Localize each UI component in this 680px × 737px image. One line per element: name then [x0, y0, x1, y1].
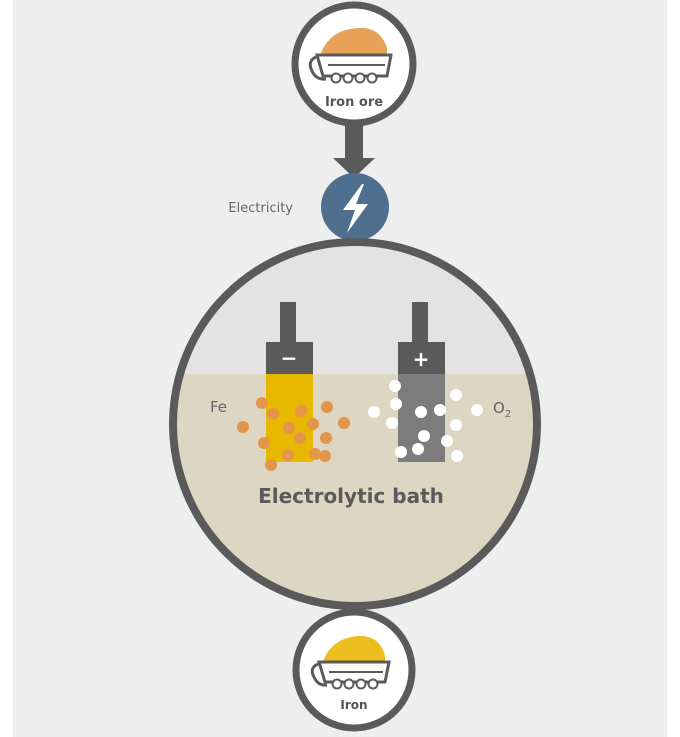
oxygen-bubble	[389, 380, 401, 392]
oxygen-bubble	[418, 430, 430, 442]
iron-cart-icon	[310, 635, 391, 690]
oxygen-bubble	[386, 417, 398, 429]
iron-particle	[294, 432, 306, 444]
oxygen-bubble	[390, 398, 402, 410]
iron-particle	[258, 437, 270, 449]
oxygen-bubble	[441, 435, 453, 447]
lightning-icon	[343, 184, 368, 233]
anode-electrode: +	[398, 302, 445, 462]
iron-particle	[295, 405, 307, 417]
output-label: Iron	[340, 698, 367, 712]
oxygen-bubble	[368, 406, 380, 418]
input-label: Iron ore	[325, 95, 383, 110]
bath-label: Electrolytic bath	[258, 484, 444, 508]
iron-particle	[267, 408, 279, 420]
iron-particle	[265, 459, 277, 471]
cathode-electrode: −	[266, 302, 313, 462]
connector-ore-to-electricity	[333, 125, 375, 178]
cathode-sign: −	[281, 346, 298, 370]
energy-node: Electricity	[228, 173, 389, 241]
oxygen-bubble	[450, 389, 462, 401]
oxygen-bubble	[451, 450, 463, 462]
iron-particles	[237, 397, 350, 471]
o2-label: O2	[493, 399, 511, 420]
oxygen-bubble	[415, 406, 427, 418]
oxygen-bubble	[450, 419, 462, 431]
iron-particle	[321, 401, 333, 413]
iron-particle	[283, 422, 295, 434]
input-node: Iron ore	[291, 1, 417, 127]
iron-particle	[307, 418, 319, 430]
ore-cart-icon	[308, 27, 393, 84]
output-node: Iron	[292, 608, 416, 732]
iron-particle	[320, 432, 332, 444]
iron-particle	[256, 397, 268, 409]
energy-label: Electricity	[228, 201, 293, 216]
iron-particle	[309, 448, 321, 460]
oxygen-bubble	[434, 404, 446, 416]
anode-sign: +	[413, 347, 430, 371]
oxygen-bubble	[395, 446, 407, 458]
iron-particle	[237, 421, 249, 433]
fe-label: Fe	[210, 398, 227, 416]
iron-particle	[338, 417, 350, 429]
oxygen-bubbles	[368, 380, 483, 462]
iron-particle	[319, 450, 331, 462]
bath-node: − +	[169, 238, 541, 610]
iron-particle	[282, 449, 294, 461]
oxygen-bubble	[471, 404, 483, 416]
oxygen-bubble	[412, 443, 424, 455]
